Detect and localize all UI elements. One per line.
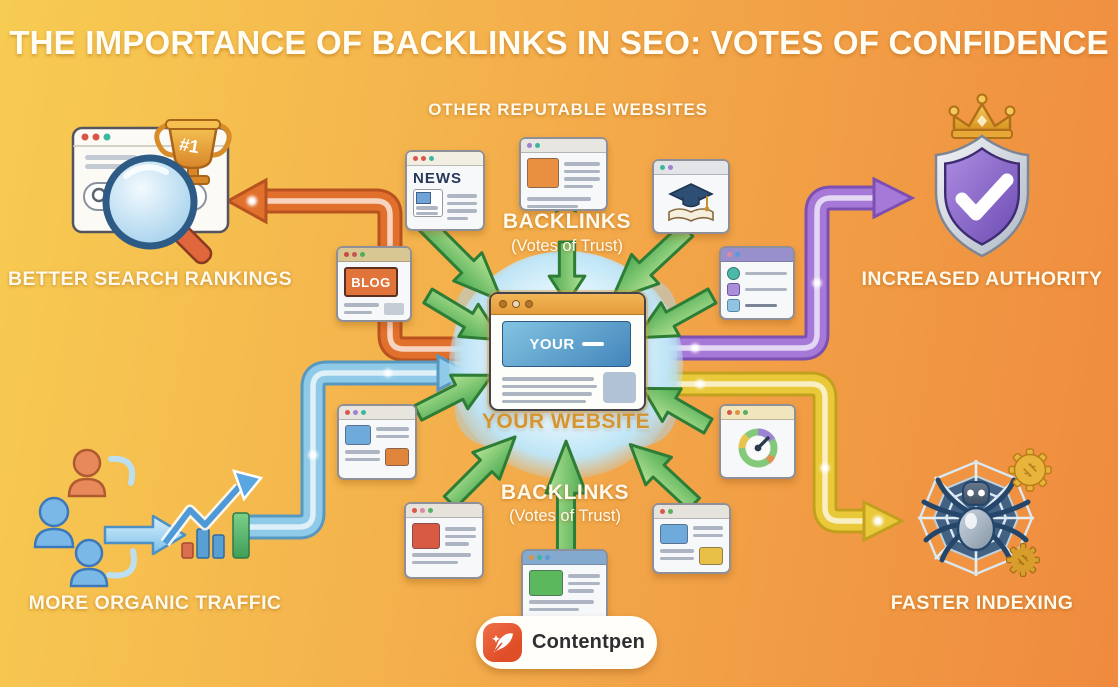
browser-header <box>523 551 606 565</box>
browser-header <box>407 152 483 166</box>
label-votes-of-trust-bottom: (Votes of Trust) <box>509 507 621 525</box>
blog-site-card: BLOG <box>336 246 412 322</box>
blog-label: BLOG <box>344 267 398 297</box>
image-block <box>527 158 559 188</box>
browser-header <box>338 248 410 262</box>
list-site-card <box>719 246 795 320</box>
page-title: THE IMPORTANCE OF BACKLINKS IN SEO: VOTE… <box>9 24 1109 61</box>
users-icon <box>33 448 109 588</box>
gear-icon <box>1008 448 1052 492</box>
label-more-organic-traffic: MORE ORGANIC TRAFFIC <box>28 592 282 614</box>
browser-header <box>721 406 794 420</box>
article-site-card-orange <box>519 137 608 211</box>
gear-icon <box>1006 543 1040 577</box>
gallery-site-card <box>337 404 417 480</box>
organic-traffic-icon <box>33 448 264 588</box>
label-your-website: YOUR WEBSITE <box>481 410 651 433</box>
contentpen-logo: Contentpen <box>476 616 657 669</box>
label-backlinks-bottom: BACKLINKS <box>500 481 630 504</box>
your-site-name: YOUR <box>529 335 575 353</box>
browser-header <box>491 294 644 315</box>
image-block <box>345 425 371 445</box>
news-label: NEWS <box>413 170 462 187</box>
browser-header <box>654 161 728 175</box>
speed-site-card <box>719 404 796 479</box>
growth-chart-icon <box>160 469 264 559</box>
pen-logo-icon <box>483 623 522 662</box>
spider-bot-icon <box>921 477 1031 563</box>
browser-header <box>339 406 415 420</box>
shield-icon <box>934 134 1030 258</box>
image-block <box>385 448 409 466</box>
label-other-reputable-websites: OTHER REPUTABLE WEBSITES <box>428 100 708 119</box>
logo-text: Contentpen <box>532 631 646 653</box>
label-increased-authority: INCREASED AUTHORITY <box>861 268 1103 290</box>
label-votes-of-trust-top: (Votes of Trust) <box>511 237 623 255</box>
label-better-search-rankings: BETTER SEARCH RANKINGS <box>8 268 292 290</box>
trend-arrow-icon <box>162 484 242 545</box>
your-website-card: YOUR <box>489 292 646 411</box>
article-site-card-green <box>521 549 608 625</box>
browser-header <box>721 248 793 262</box>
authority-shield-icon <box>934 93 1030 258</box>
image-block <box>529 570 563 596</box>
crown-icon <box>948 93 1016 139</box>
your-website-hero: YOUR <box>502 321 631 367</box>
image-block <box>412 523 440 549</box>
magnifier-icon <box>102 154 213 265</box>
label-faster-indexing: FASTER INDEXING <box>890 592 1074 614</box>
hero-dash <box>581 342 604 346</box>
image-block <box>699 547 723 565</box>
search-rankings-icon: #1 <box>71 119 232 265</box>
rank-number: #1 <box>178 134 201 157</box>
faster-indexing-icon <box>918 448 1052 577</box>
label-backlinks-top: BACKLINKS <box>502 210 632 233</box>
browser-header <box>521 139 606 153</box>
check-icon <box>955 173 1014 221</box>
flow-arrows-icon <box>103 455 187 579</box>
image-block <box>660 524 688 544</box>
speedometer-icon <box>738 428 777 468</box>
content-box <box>603 372 636 403</box>
text-lines <box>502 373 597 403</box>
